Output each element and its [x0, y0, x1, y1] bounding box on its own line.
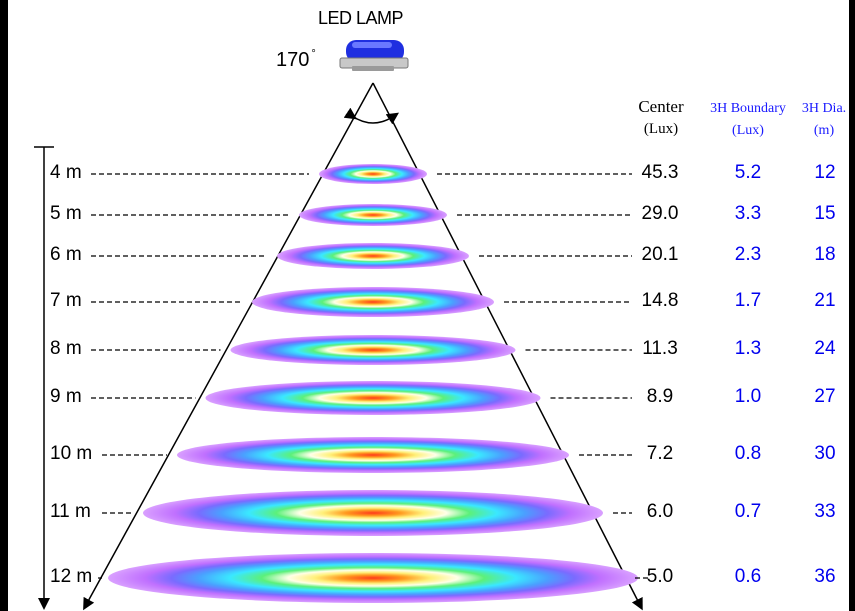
height-label: 12 m — [50, 566, 93, 587]
center-lux-value: 6.0 — [646, 501, 674, 522]
illuminance-pattern-2 — [299, 204, 447, 226]
center-lux-value: 29.0 — [641, 203, 679, 224]
right-border — [849, 0, 855, 611]
illuminance-pattern-8 — [143, 490, 603, 536]
illuminance-pattern-9 — [108, 553, 638, 603]
header-3h-diameter: 3H Dia. (m) — [801, 101, 847, 138]
height-label: 4 m — [50, 162, 82, 183]
center-lux-value: 7.2 — [646, 443, 674, 464]
illuminance-pattern-5 — [230, 335, 516, 365]
illuminance-pattern-1 — [319, 164, 427, 184]
boundary-lux-value: 0.6 — [734, 566, 762, 587]
boundary-lux-value: 0.8 — [734, 443, 762, 464]
height-label: 9 m — [50, 386, 82, 407]
boundary-lux-value: 3.3 — [734, 203, 762, 224]
height-axis-arrow — [34, 146, 54, 610]
boundary-lux-value: 1.3 — [734, 338, 762, 359]
height-label: 8 m — [50, 338, 82, 359]
diameter-value: 27 — [814, 386, 836, 407]
illuminance-pattern-4 — [252, 287, 494, 317]
illuminance-pattern-3 — [277, 243, 469, 269]
header-3h-boundary: 3H Boundary (Lux) — [710, 101, 786, 138]
beam-angle-arc-icon — [343, 107, 399, 125]
center-lux-value: 20.1 — [641, 244, 679, 265]
boundary-lux-value: 5.2 — [734, 162, 762, 183]
height-label: 10 m — [50, 443, 93, 464]
header-center-lux: Center (Lux) — [638, 97, 684, 137]
diameter-value: 33 — [814, 501, 836, 522]
diameter-value: 36 — [814, 566, 836, 587]
illuminance-pattern-7 — [177, 437, 569, 473]
boundary-lux-value: 0.7 — [734, 501, 762, 522]
center-lux-value: 45.3 — [641, 162, 679, 183]
height-label: 6 m — [50, 244, 82, 265]
boundary-lux-value: 1.7 — [734, 290, 762, 311]
center-lux-value: 8.9 — [646, 386, 674, 407]
diameter-value: 12 — [814, 162, 836, 183]
height-label: 5 m — [50, 203, 82, 224]
height-label: 7 m — [50, 290, 82, 311]
left-border — [0, 0, 8, 611]
led-lamp-icon — [339, 40, 409, 71]
height-label: 11 m — [50, 501, 91, 522]
diameter-value: 30 — [814, 443, 836, 464]
boundary-lux-value: 1.0 — [734, 386, 762, 407]
center-lux-value: 5.0 — [646, 566, 674, 587]
lamp-title: LED LAMP — [318, 8, 404, 28]
diameter-value: 18 — [814, 244, 836, 265]
diameter-value: 21 — [814, 290, 836, 311]
diameter-value: 24 — [814, 338, 836, 359]
center-lux-value: 11.3 — [642, 338, 678, 359]
diameter-value: 15 — [814, 203, 836, 224]
illuminance-pattern-6 — [205, 381, 541, 415]
beam-angle-label: 170° — [276, 48, 316, 71]
boundary-lux-value: 2.3 — [734, 244, 762, 265]
center-lux-value: 14.8 — [641, 290, 679, 311]
